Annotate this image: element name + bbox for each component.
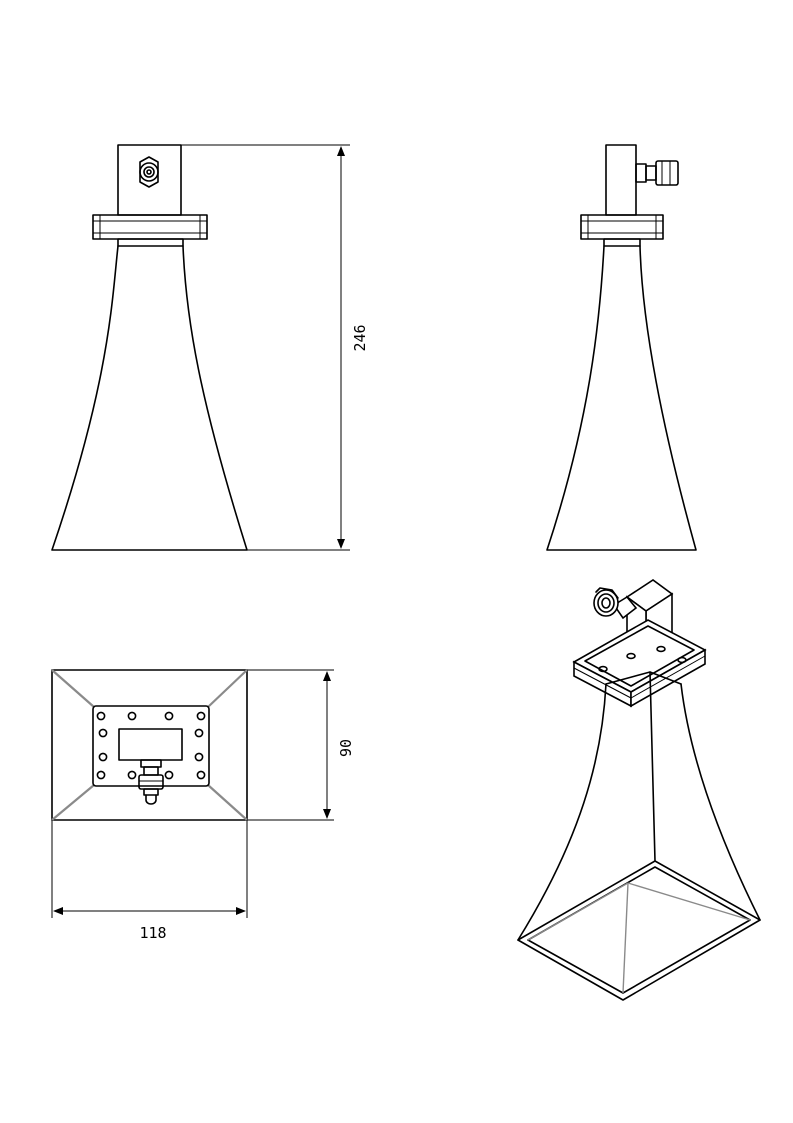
aperture-view: 90 118 [51, 669, 355, 942]
isometric-view [517, 579, 761, 1001]
iso-horn-body [517, 671, 761, 1001]
dimension-height-label: 246 [351, 324, 369, 351]
dimension-aperture-height: 90 [247, 669, 355, 821]
iso-flange [572, 619, 707, 708]
iso-connector-icon [593, 587, 638, 620]
side-neck [603, 238, 641, 247]
front-horn-body [51, 245, 248, 551]
dimension-height: 246 [181, 144, 369, 551]
front-view: 246 [51, 144, 369, 551]
front-flange [92, 214, 208, 240]
dimension-aperture-height-label: 90 [337, 739, 355, 757]
front-connector-icon [139, 156, 159, 188]
side-horn-body [546, 245, 697, 551]
front-neck [117, 238, 184, 247]
side-connector-icon [635, 160, 679, 186]
side-flange [580, 214, 664, 240]
aperture-connector-icon [138, 759, 164, 805]
aperture-flange [92, 705, 210, 787]
aperture-outline [51, 669, 248, 821]
waveguide-opening [118, 728, 183, 761]
side-waveguide [605, 144, 637, 216]
side-view [546, 144, 697, 551]
front-waveguide [117, 144, 182, 216]
bolt-holes [96, 711, 206, 780]
dimension-aperture-width: 118 [51, 820, 248, 942]
dimension-aperture-width-label: 118 [139, 924, 166, 942]
